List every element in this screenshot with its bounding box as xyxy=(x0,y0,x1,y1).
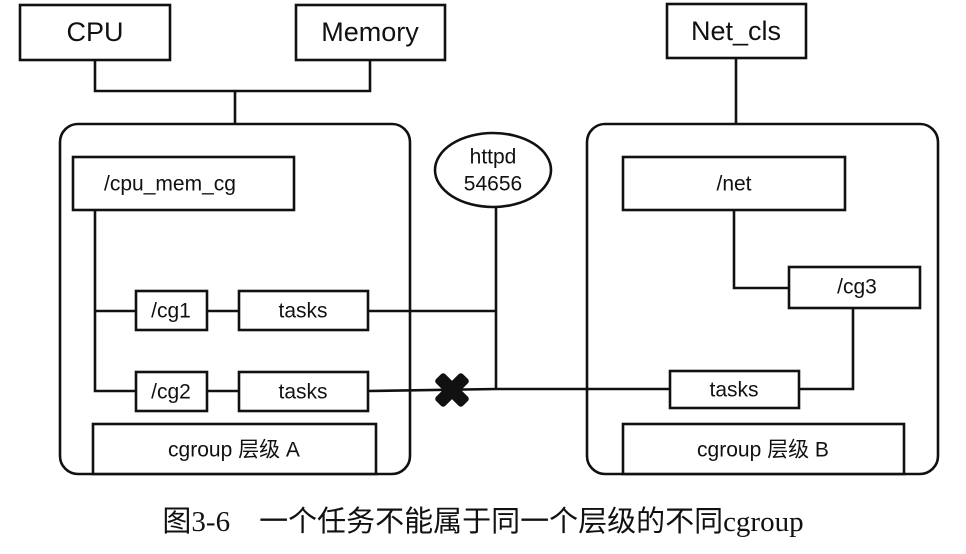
link-cg2-tasks-to-httpd xyxy=(367,387,497,393)
tasks-file-cg1: tasks xyxy=(237,289,370,332)
process-links xyxy=(367,207,670,393)
subsystem-cpu-label: CPU xyxy=(66,17,123,47)
cgroup-node-net: /net xyxy=(621,155,847,212)
cgroup-node-net-label: /net xyxy=(716,173,751,196)
cgroup-node-cg2: /cg2 xyxy=(134,370,209,413)
subsystem-cpu: CPU xyxy=(18,3,172,62)
cgroup-node-cg1: /cg1 xyxy=(134,289,209,332)
hierarchy-a-label-box: cgroup 层级 A xyxy=(91,422,378,476)
cgroup-node-cg2-label: /cg2 xyxy=(151,381,191,404)
cgroup-node-cg3: /cg3 xyxy=(787,265,922,310)
tasks-file-cg1-label: tasks xyxy=(278,300,327,323)
hierarchy-b-tree-lines xyxy=(732,210,855,391)
cross-mark-icon xyxy=(435,373,469,407)
hierarchy-b-label: cgroup 层级 B xyxy=(697,439,829,462)
process-name: httpd xyxy=(470,146,517,169)
tasks-file-cg3: tasks xyxy=(668,369,801,410)
connector-cpu-memory-to-hierarchy-a xyxy=(93,60,372,124)
cgroup-node-cg1-label: /cg1 xyxy=(151,300,191,323)
hierarchy-a-label: cgroup 层级 A xyxy=(168,439,300,462)
subsystem-net-cls-label: Net_cls xyxy=(691,16,781,46)
process-httpd: httpd 54656 xyxy=(433,131,553,209)
subsystem-net-cls: Net_cls xyxy=(665,2,808,60)
process-pid: 54656 xyxy=(464,173,522,196)
hierarchy-b-label-box: cgroup 层级 B xyxy=(621,422,906,476)
cgroup-node-cpu-mem-cg-label: /cpu_mem_cg xyxy=(104,173,236,196)
subsystem-memory-label: Memory xyxy=(321,17,419,47)
tasks-file-cg2: tasks xyxy=(237,370,370,413)
cgroup-node-cpu-mem-cg: /cpu_mem_cg xyxy=(71,155,296,212)
figure-caption: 图3-6 一个任务不能属于同一个层级的不同cgroup xyxy=(162,505,803,538)
cgroup-node-cg3-label: /cg3 xyxy=(837,276,877,299)
tasks-file-cg2-label: tasks xyxy=(278,381,327,404)
tasks-file-cg3-label: tasks xyxy=(709,379,758,402)
subsystem-memory: Memory xyxy=(294,3,447,62)
hierarchy-a-tree-lines xyxy=(93,210,239,393)
